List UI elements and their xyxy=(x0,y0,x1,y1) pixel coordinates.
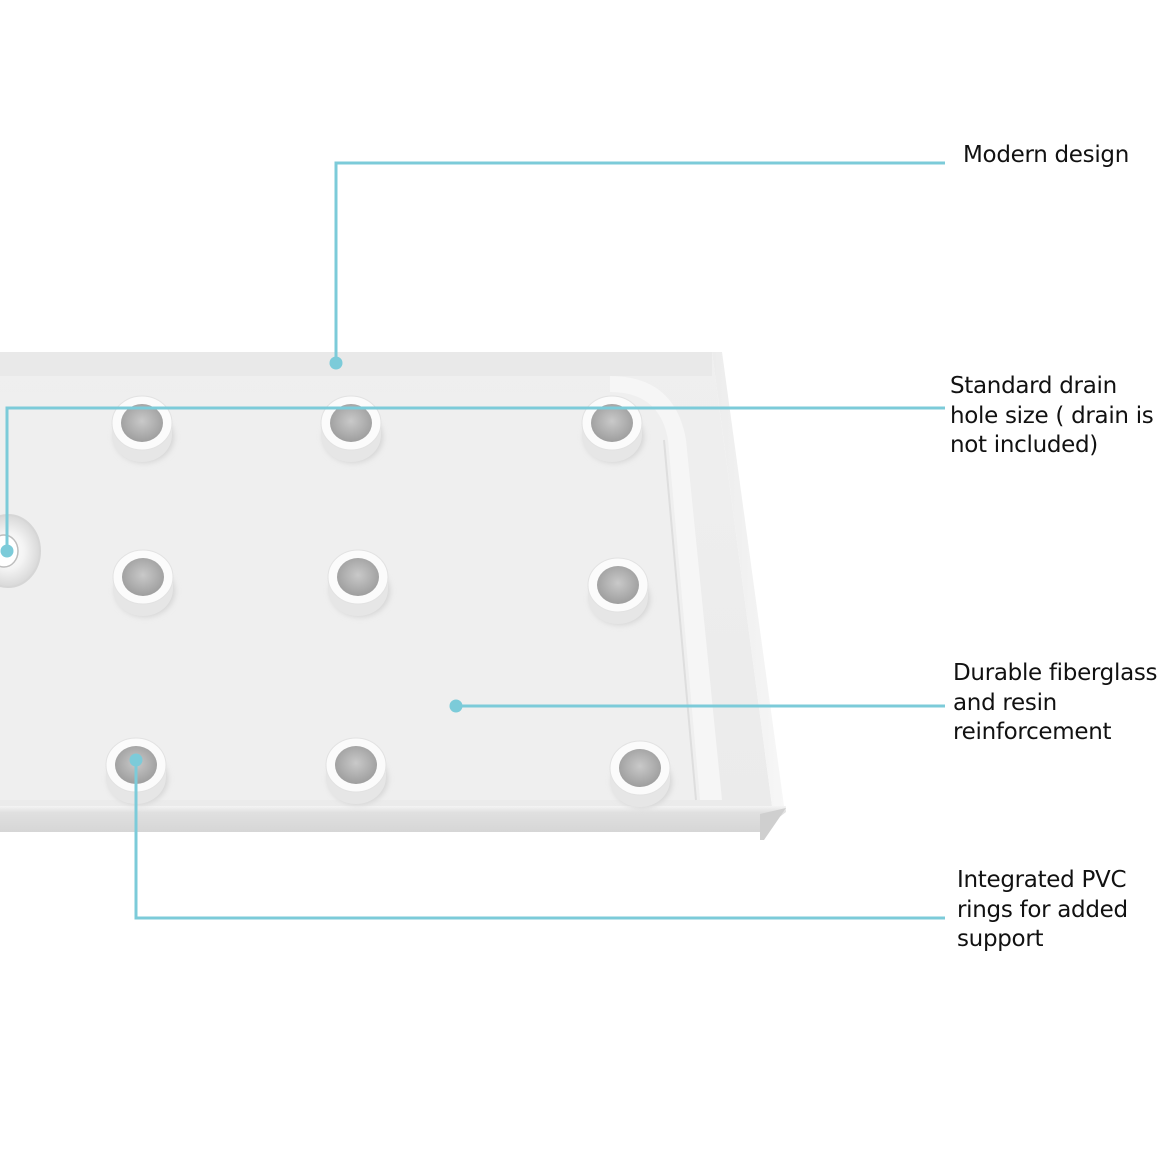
pvc-ring xyxy=(111,395,174,463)
pvc-ring xyxy=(587,557,650,625)
pvc-ring xyxy=(609,740,672,808)
pvc-ring xyxy=(320,395,383,463)
callout-dot xyxy=(449,699,463,713)
callout-durable-fiberglass xyxy=(449,699,945,713)
label-line: rings for added xyxy=(957,896,1128,923)
tray-lip-corner xyxy=(760,808,786,840)
label-line: Modern design xyxy=(963,142,1130,168)
label-line: not included) xyxy=(950,432,1098,458)
callout-dot xyxy=(329,356,343,370)
label-line: reinforcement xyxy=(953,719,1112,745)
label-standard-drain: Standard drain hole size ( drain is not … xyxy=(950,372,1154,461)
tray-inner-border xyxy=(610,376,722,800)
label-modern-design: Modern design xyxy=(963,141,1129,171)
label-line: Standard drain xyxy=(950,373,1117,399)
tray-front-lip xyxy=(0,806,786,832)
pvc-ring xyxy=(112,549,175,617)
callout-modern-design xyxy=(329,161,945,370)
label-durable-fiberglass: Durable fiberglass and resin reinforceme… xyxy=(953,659,1158,748)
label-line: and resin xyxy=(953,689,1057,716)
label-line: Integrated PVC xyxy=(957,867,1127,893)
label-line: hole size ( drain is xyxy=(950,402,1154,429)
pvc-ring xyxy=(325,737,388,805)
tray-side-wall xyxy=(712,352,784,806)
label-line: Durable fiberglass xyxy=(953,660,1158,686)
leader-line xyxy=(334,161,945,363)
callout-dot xyxy=(0,544,14,558)
tray-inner-edge-shadow xyxy=(663,439,697,801)
pvc-ring xyxy=(581,395,644,463)
callout-dot xyxy=(129,753,143,767)
callout-integrated-pvc xyxy=(129,753,945,920)
pvc-ring xyxy=(327,549,390,617)
callout-lines xyxy=(0,161,945,920)
leader-line xyxy=(134,760,945,920)
leader-line xyxy=(5,406,945,551)
callout-standard-drain xyxy=(0,406,945,558)
tray-rim xyxy=(0,352,712,376)
label-line: support xyxy=(957,926,1044,952)
label-integrated-pvc: Integrated PVC rings for added support xyxy=(957,866,1128,955)
